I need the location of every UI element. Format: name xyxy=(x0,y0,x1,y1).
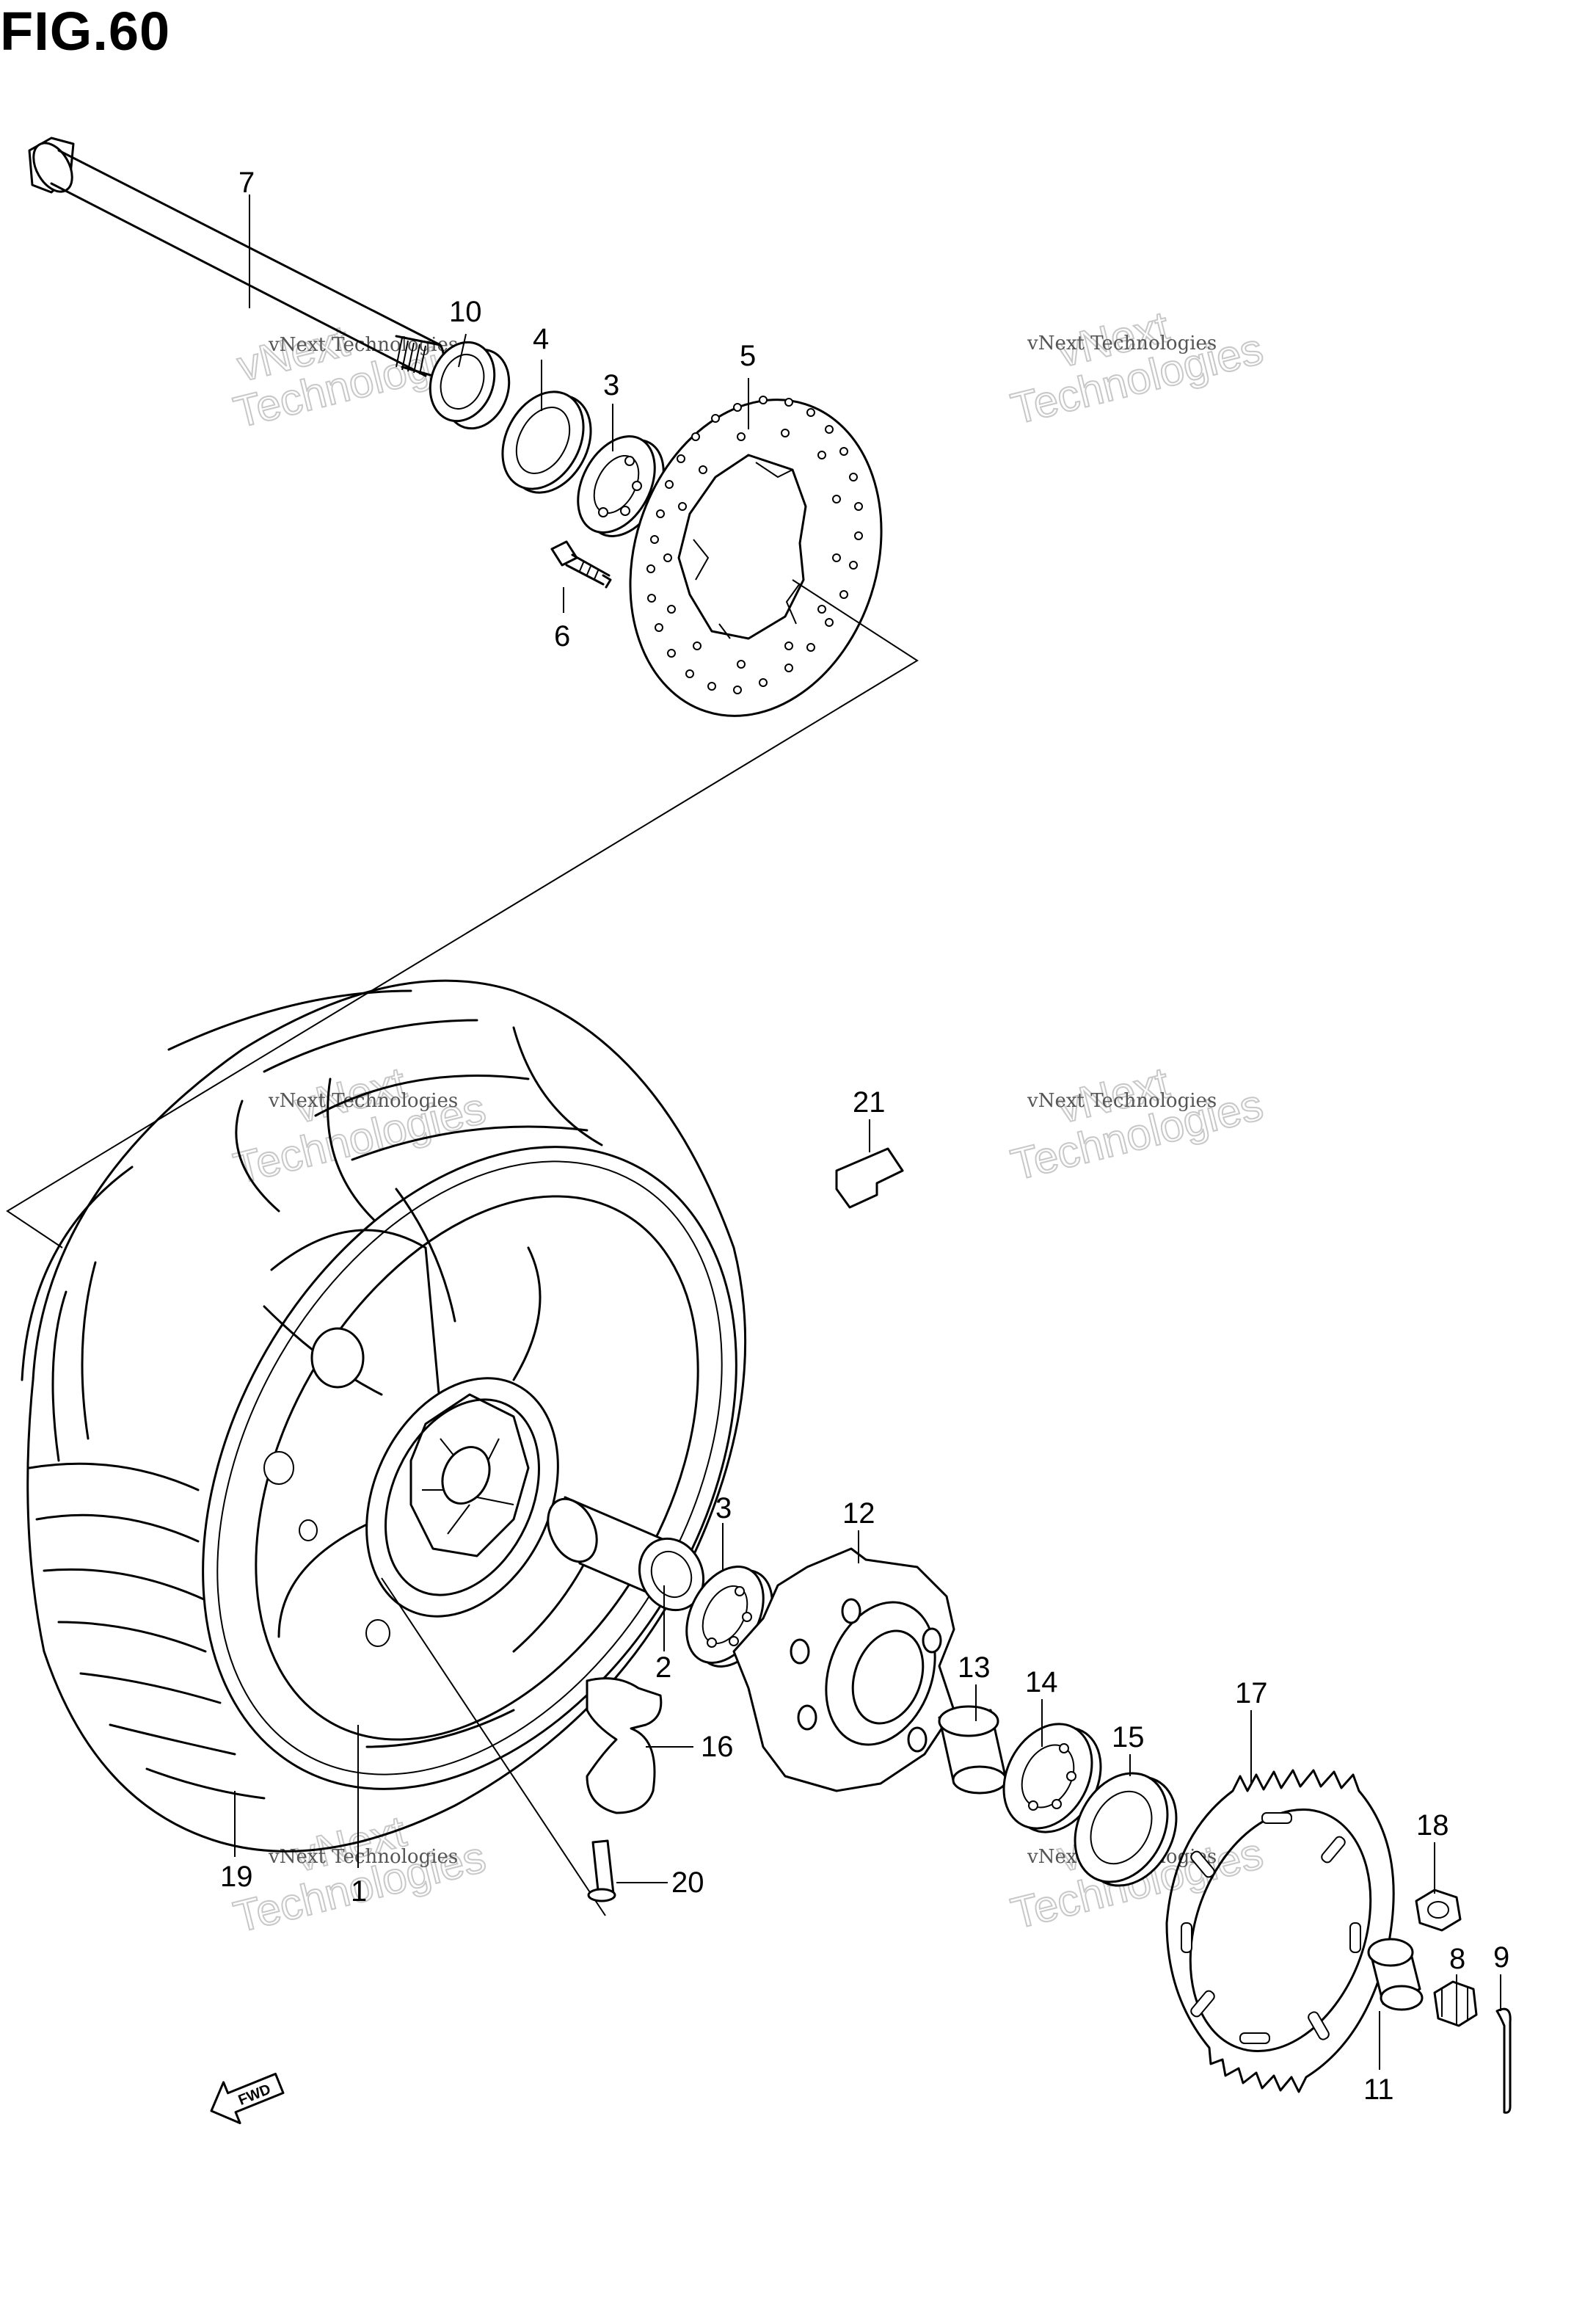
svg-text:vNext Technologies: vNext Technologies xyxy=(268,1090,458,1112)
watermark: vNext Technologies xyxy=(1005,301,1268,435)
callout-12: 12 xyxy=(842,1497,875,1530)
watermark: vNext Technologies xyxy=(228,1057,491,1194)
callout-10: 10 xyxy=(449,296,482,328)
callout-18: 18 xyxy=(1416,1809,1449,1842)
callout-2: 2 xyxy=(655,1651,671,1684)
svg-text:vNext Technologies: vNext Technologies xyxy=(268,1846,458,1868)
valve-leader xyxy=(381,1577,606,1916)
disc-drill-holes xyxy=(646,396,863,694)
spacer xyxy=(429,341,511,430)
watermark: vNext Technologies xyxy=(1005,1057,1268,1190)
callout-9: 9 xyxy=(1493,1941,1509,1974)
sprocket-spacer xyxy=(1367,1938,1424,2011)
svg-text:vNext Technologies: vNext Technologies xyxy=(1027,332,1217,355)
callout-7: 7 xyxy=(238,167,255,199)
sprocket-slots xyxy=(1181,1812,1361,2044)
callout-3: 3 xyxy=(603,369,619,401)
callout-8: 8 xyxy=(1449,1943,1465,1975)
oil-seal-sprocket xyxy=(1074,1772,1178,1887)
svg-text:vNext Technologies: vNext Technologies xyxy=(1027,1090,1217,1112)
callout-20: 20 xyxy=(671,1866,704,1899)
callout-13: 13 xyxy=(958,1651,991,1684)
callout-4: 4 xyxy=(533,323,549,355)
callout-5: 5 xyxy=(740,340,756,372)
sprocket-nut xyxy=(1415,1889,1462,1932)
callout-1: 1 xyxy=(351,1875,367,1908)
callout-21: 21 xyxy=(853,1086,886,1119)
drum-studs xyxy=(790,1598,942,1753)
callout-14: 14 xyxy=(1025,1666,1058,1698)
svg-text:vNext Technologies: vNext Technologies xyxy=(268,334,458,356)
callout-11: 11 xyxy=(1363,2073,1394,2106)
oil-seal xyxy=(501,390,592,494)
rear-tire xyxy=(21,979,747,1853)
balance-weight xyxy=(835,1147,904,1209)
bearing-sprocket xyxy=(1002,1723,1102,1833)
callout-labels: 7 10 4 3 5 6 21 3 12 2 13 14 15 16 17 18… xyxy=(220,167,1509,2106)
damper-cushion xyxy=(586,1677,663,1814)
collar xyxy=(938,1705,1007,1795)
axle-nut xyxy=(1433,1980,1478,2027)
cotter-pin xyxy=(1495,2007,1512,2114)
callout-17: 17 xyxy=(1235,1677,1268,1709)
callout-3-lower: 3 xyxy=(715,1492,732,1524)
brake-disc xyxy=(629,396,883,717)
disc-assembly-leader xyxy=(6,579,919,1248)
tire-valve xyxy=(587,1839,616,1902)
rear-wheel xyxy=(202,1146,737,1790)
callout-19: 19 xyxy=(220,1861,253,1893)
callout-15: 15 xyxy=(1112,1721,1145,1753)
figure-title: FIG.60 xyxy=(0,1,171,62)
sprocket-drum xyxy=(732,1547,955,1792)
disc-bolt xyxy=(550,540,612,589)
wheel-hub xyxy=(365,1377,559,1618)
fwd-arrow: FWD xyxy=(210,2073,285,2125)
callout-6: 6 xyxy=(554,620,570,652)
callout-leaders xyxy=(234,195,1501,2070)
hub-spacer xyxy=(547,1496,705,1612)
rear-sprocket xyxy=(1165,1769,1395,2093)
callout-16: 16 xyxy=(701,1731,734,1763)
